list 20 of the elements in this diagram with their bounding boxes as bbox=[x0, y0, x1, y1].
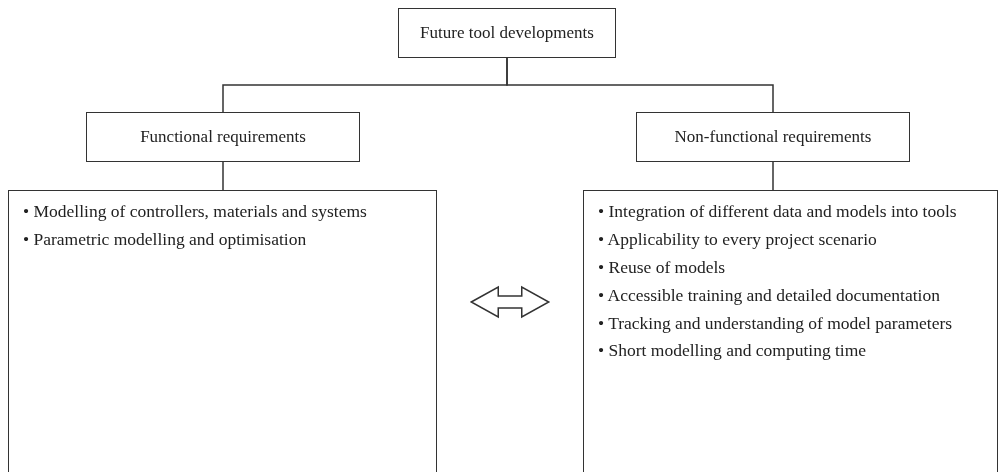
bullet-item: • Tracking and understanding of model parameters bbox=[598, 312, 954, 335]
bullet-item: • Reuse of models bbox=[598, 256, 727, 279]
heading-box bbox=[86, 112, 360, 162]
requirements-list-box bbox=[8, 190, 437, 472]
requirements-list-box bbox=[583, 190, 998, 472]
bullet-item: • Integration of different data and models into tools bbox=[598, 201, 958, 223]
connector-line bbox=[222, 161, 224, 191]
double-arrow bbox=[469, 285, 551, 319]
bullet-item: • Accessible training and detailed documentation bbox=[598, 284, 941, 307]
connector-line bbox=[506, 57, 774, 113]
heading-text: Functional requirements bbox=[140, 127, 306, 147]
heading-text: Future tool developments bbox=[420, 23, 594, 43]
bullet-item: • Parametric modelling and optimisation bbox=[23, 228, 308, 251]
heading-box bbox=[398, 8, 616, 58]
heading-text: Non-functional requirements bbox=[674, 127, 872, 147]
bullet-item: • Modelling of controllers, materials and systems bbox=[23, 201, 368, 223]
connector-line bbox=[772, 161, 774, 191]
bullet-item: • Applicability to every project scenario bbox=[598, 228, 878, 251]
bullet-item: • Short modelling and computing time bbox=[598, 340, 868, 363]
heading-box bbox=[636, 112, 910, 162]
